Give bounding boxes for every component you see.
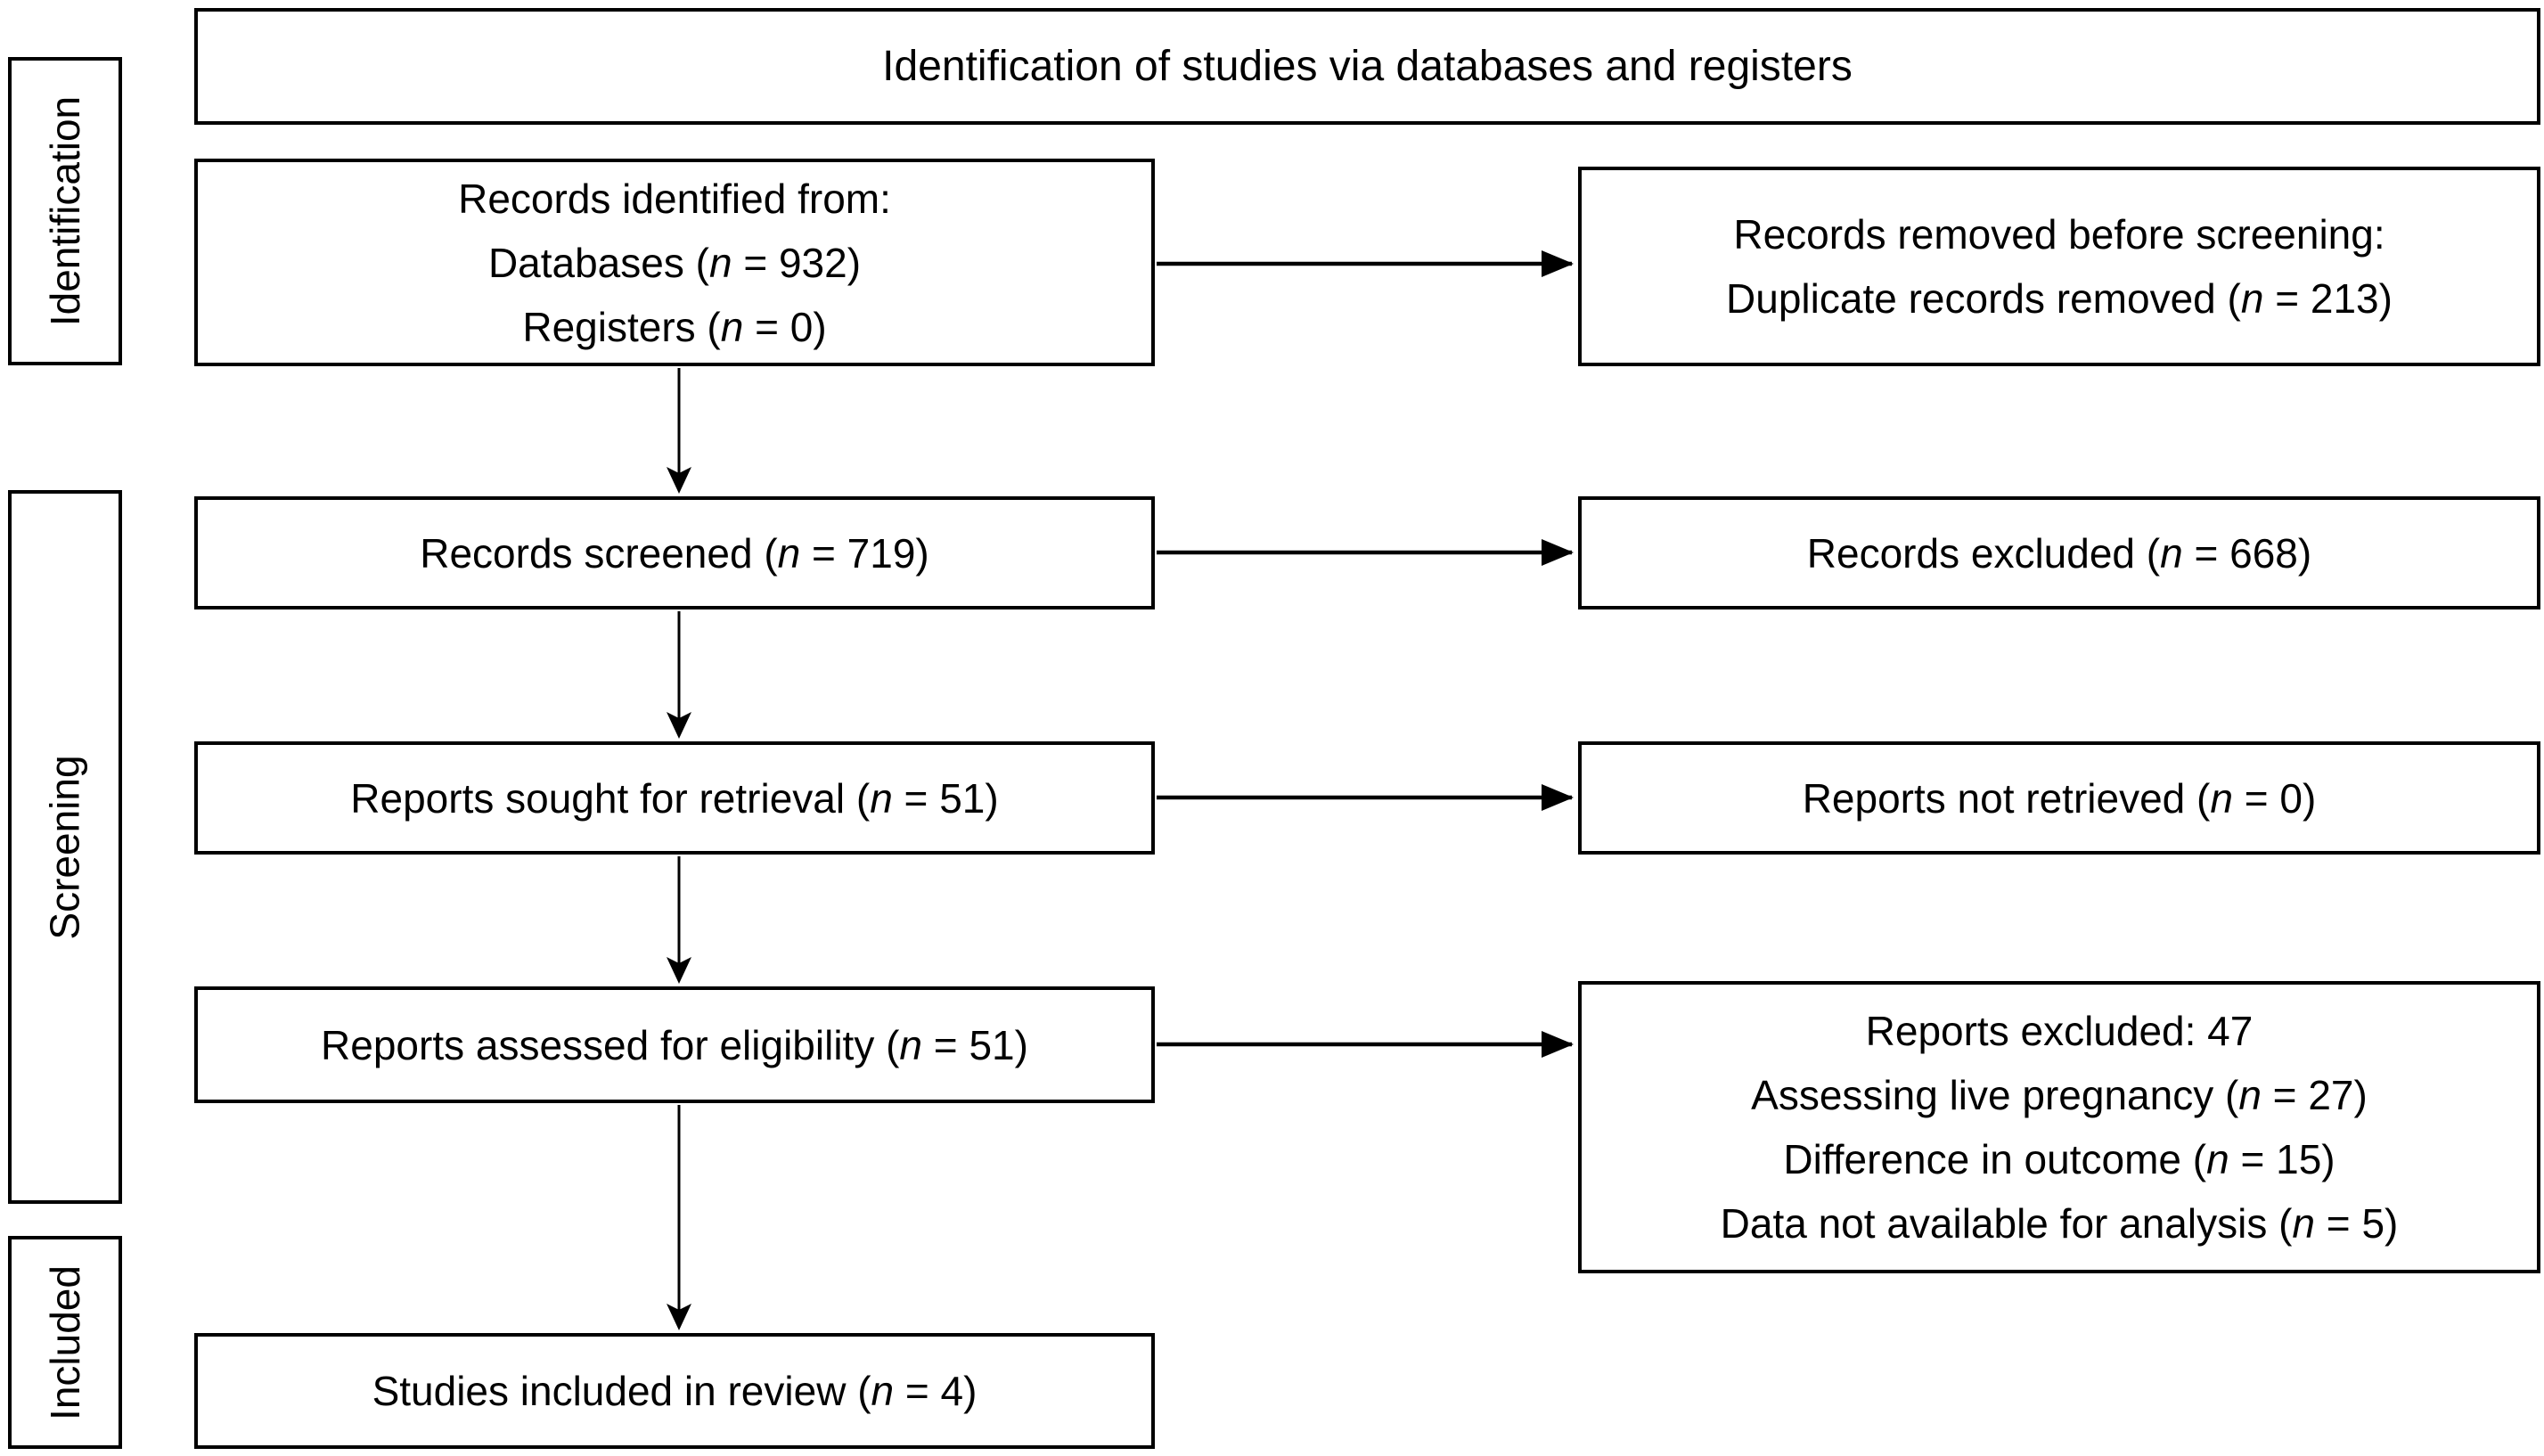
- box-text-line: Databases (n = 932): [487, 239, 862, 286]
- box-records-removed: Records removed before screening: Duplica…: [1578, 167, 2540, 366]
- box-studies-included: Studies included in review (n = 4): [194, 1333, 1155, 1449]
- box-records-identified: Records identified from: Databases (n = 9…: [194, 159, 1155, 366]
- box-text-line: Records removed before screening:: [1733, 211, 2385, 258]
- box-text-line: Records screened (n = 719): [420, 529, 929, 577]
- stage-label-identification: Identification: [8, 57, 122, 365]
- stage-label-screening: Screening: [8, 490, 122, 1204]
- box-reports-excluded: Reports excluded: 47 Assessing live pregn…: [1578, 981, 2540, 1273]
- box-text-line: Reports excluded: 47: [1865, 1008, 2254, 1054]
- box-reports-assessed: Reports assessed for eligibility (n = 51…: [194, 986, 1155, 1103]
- box-text-line: Data not available for analysis (n = 5): [1720, 1200, 2399, 1247]
- box-reports-sought: Reports sought for retrieval (n = 51): [194, 741, 1155, 855]
- stage-label-text: Identification: [42, 95, 88, 327]
- box-records-screened: Records screened (n = 719): [194, 496, 1155, 609]
- box-text-line: Reports not retrieved (n = 0): [1802, 774, 2317, 822]
- box-reports-not-retrieved: Reports not retrieved (n = 0): [1578, 741, 2540, 855]
- box-text-line: Studies included in review (n = 4): [372, 1368, 978, 1414]
- stage-label-included: Included: [8, 1236, 122, 1449]
- diagram-title: Identification of studies via databases …: [882, 42, 1853, 90]
- box-text-line: Registers (n = 0): [522, 303, 827, 350]
- box-text-line: Duplicate records removed (n = 213): [1726, 275, 2393, 322]
- box-text-line: Difference in outcome (n = 15): [1783, 1136, 2335, 1182]
- box-text-line: Reports sought for retrieval (n = 51): [350, 774, 999, 822]
- diagram-title-box: Identification of studies via databases …: [194, 8, 2540, 125]
- box-records-excluded: Records excluded (n = 668): [1578, 496, 2540, 609]
- box-text-line: Reports assessed for eligibility (n = 51…: [321, 1021, 1028, 1068]
- stage-label-text: Screening: [42, 754, 89, 940]
- box-text-line: Records identified from:: [458, 175, 891, 222]
- box-text-line: Records excluded (n = 668): [1806, 529, 2312, 577]
- stage-label-text: Included: [42, 1264, 89, 1420]
- box-text-line: Assessing live pregnancy (n = 27): [1751, 1072, 2368, 1118]
